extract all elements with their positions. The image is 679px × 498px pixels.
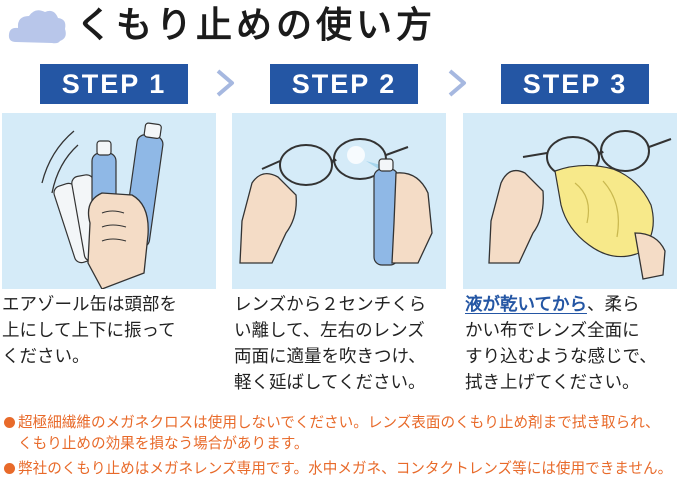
step-2-badge: STEP 2 [270, 64, 418, 104]
note-text: 弊社のくもり止めはメガネレンズ専用です。水中メガネ、コンタクトレンズ等には使用で… [18, 460, 673, 477]
step-3-highlight: 液が乾いてから [465, 295, 587, 315]
page-title: くもり止めの使い方 [76, 5, 437, 46]
step-2-illustration [232, 113, 446, 289]
bullet-dot-icon [4, 417, 15, 428]
step-2-description: レンズから２センチくら い離して、左右のレンズ 両面に適量を吹きつけ、 軽く延ば… [234, 295, 427, 393]
note-item: 弊社のくもり止めはメガネレンズ専用です。水中メガネ、コンタクトレンズ等には使用で… [4, 458, 674, 479]
step-3-badge: STEP 3 [501, 64, 649, 104]
spray-bottle-shaking-icon [41, 122, 164, 289]
step-3-illustration [463, 113, 677, 289]
step-1-description: エアゾール缶は頭部を 上にして上下に振って ください。 [2, 295, 177, 367]
step-3-description: 液が乾いてから、柔ら かい布でレンズ全面に すり込むような感じで、 拭き上げてく… [465, 292, 679, 396]
cloud-icon [8, 10, 66, 44]
bullet-dot-icon [4, 463, 15, 474]
chevron-right-icon [216, 69, 234, 97]
wipe-glasses-cloth-icon [488, 130, 672, 280]
chevron-right-icon [448, 69, 466, 97]
note-item: 超極細繊維のメガネクロスは使用しないでください。レンズ表面のくもり止め剤まで拭き… [4, 412, 674, 454]
step-1-illustration [2, 113, 216, 289]
spray-glasses-icon [239, 138, 433, 266]
step-1-badge: STEP 1 [40, 64, 188, 104]
step-3-description-rest: 、柔ら かい布でレンズ全面に すり込むような感じで、 拭き上げてください。 [465, 295, 657, 393]
note-text: 超極細繊維のメガネクロスは使用しないでください。レンズ表面のくもり止め剤まで拭き… [18, 414, 660, 452]
caution-notes: 超極細繊維のメガネクロスは使用しないでください。レンズ表面のくもり止め剤まで拭き… [4, 412, 674, 483]
